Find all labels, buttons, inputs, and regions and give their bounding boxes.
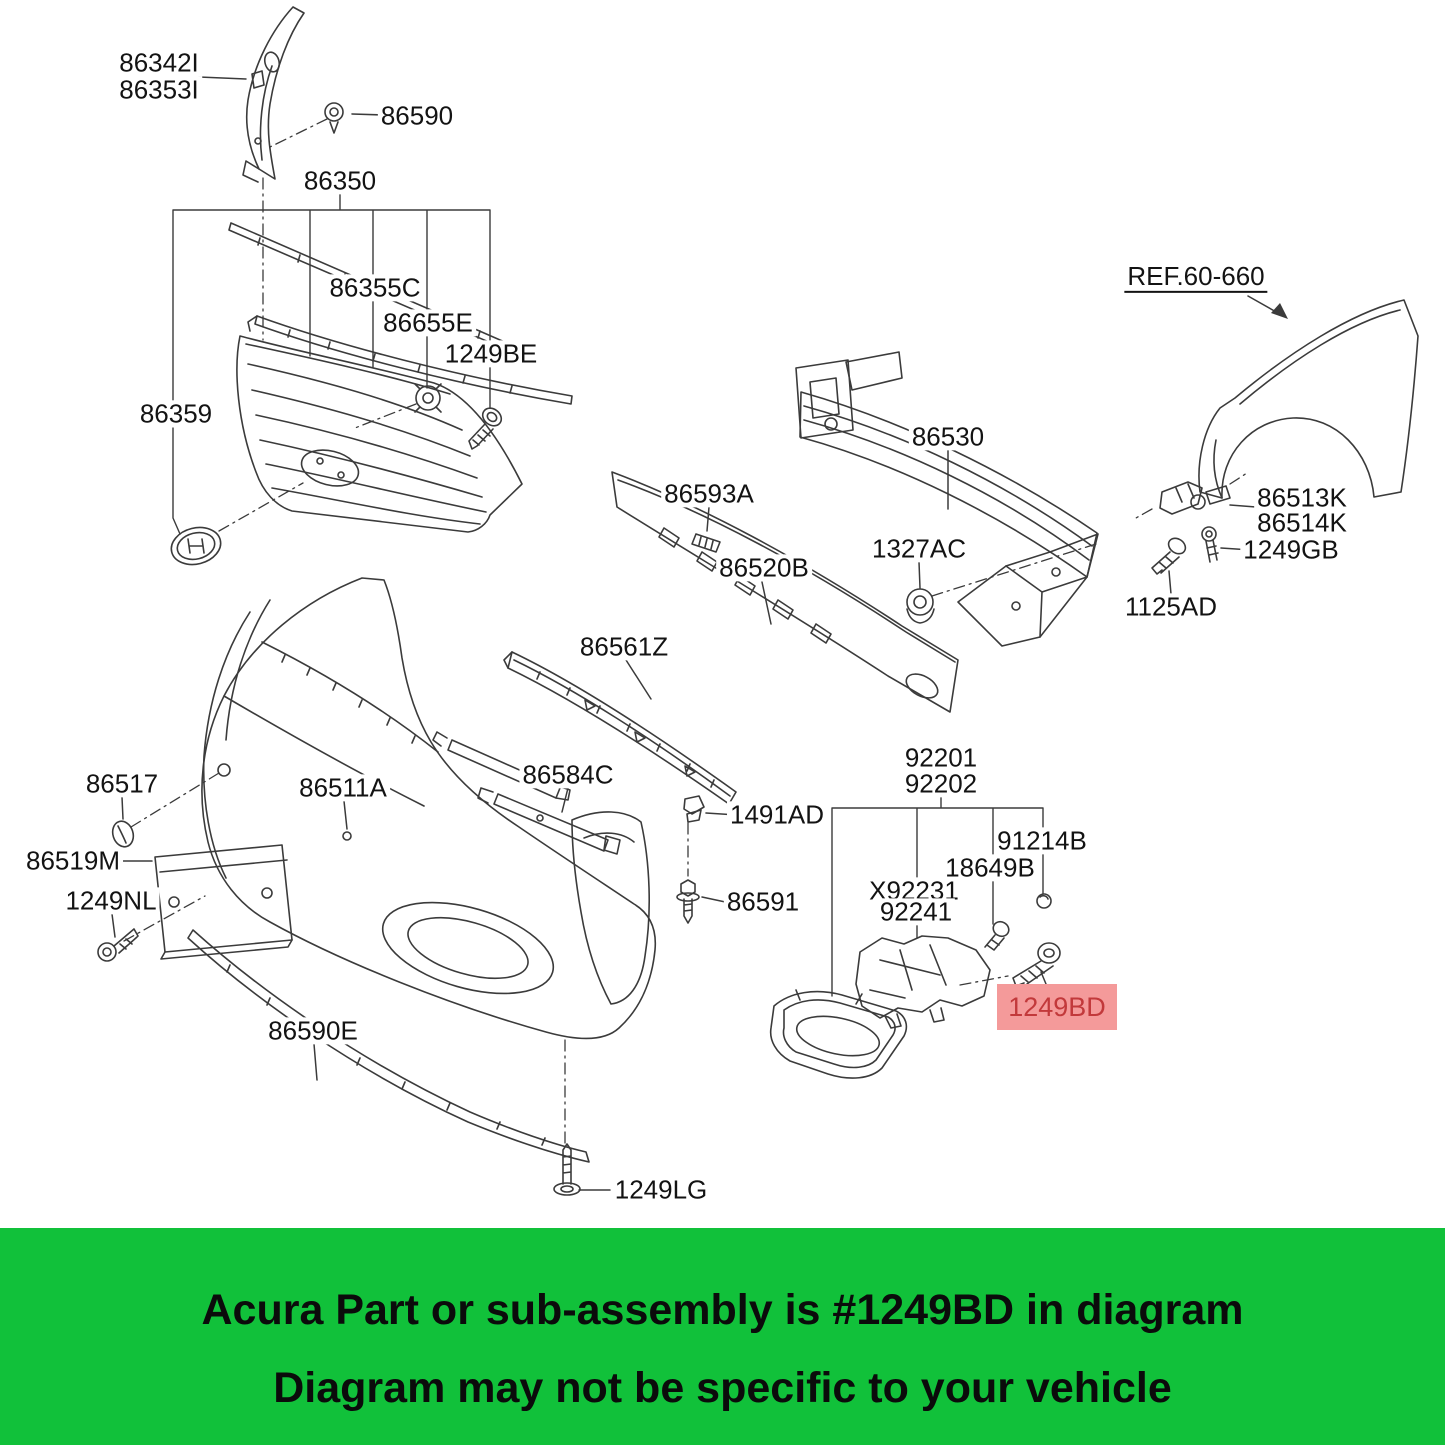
part-label-86519M: 86519M xyxy=(23,847,123,875)
bracket-lines xyxy=(172,192,1044,997)
part-label-1125AD: 1125AD xyxy=(1121,593,1221,621)
lower-grille-strip-art xyxy=(503,651,737,805)
fog-lamp-art xyxy=(769,989,908,1079)
part-label-86561Z: 86561Z xyxy=(576,633,672,661)
part-label-86590: 86590 xyxy=(377,102,457,130)
part-label-86517: 86517 xyxy=(82,770,162,798)
part-label-92241: 92241 xyxy=(876,898,956,926)
part-label-86584C: 86584C xyxy=(519,761,617,789)
centerlines xyxy=(123,118,1248,1147)
part-label-86514K: 86514K xyxy=(1254,509,1350,537)
grille-art xyxy=(236,335,523,533)
part-label-91214B: 91214B xyxy=(994,827,1090,855)
fender-bracket-art xyxy=(1151,481,1231,575)
bumper-cover-art xyxy=(201,577,657,1040)
lower-lip-art xyxy=(187,929,590,1163)
part-label-1249BE: 1249BE xyxy=(441,340,541,368)
fasteners-art xyxy=(97,102,1061,1196)
part-label-92202: 92202 xyxy=(901,770,981,798)
part-label-1249LG: 1249LG xyxy=(611,1176,711,1204)
part-label-86593A: 86593A xyxy=(661,480,757,508)
part-label-1249BD: 1249BD xyxy=(997,984,1117,1030)
part-label-86353I: 86353I xyxy=(116,76,202,104)
part-label-86591: 86591 xyxy=(723,888,803,916)
part-label-86520B: 86520B xyxy=(716,554,812,582)
part-label-86530: 86530 xyxy=(908,423,988,451)
emblem-art xyxy=(170,526,222,566)
banner-line-2: Diagram may not be specific to your vehi… xyxy=(273,1364,1172,1412)
part-label-86350: 86350 xyxy=(300,167,380,195)
part-label-86590E: 86590E xyxy=(265,1017,361,1045)
banner-line-1: Acura Part or sub-assembly is #1249BD in… xyxy=(201,1286,1244,1334)
part-label-1491AD: 1491AD xyxy=(727,801,827,829)
part-label-86342I: 86342I xyxy=(116,49,202,77)
apron-bracket-art xyxy=(242,6,305,183)
fender-art xyxy=(1198,299,1419,499)
part-label-86511A: 86511A xyxy=(296,774,390,802)
ref-label: REF.60-660 xyxy=(1124,262,1268,294)
part-label-92201: 92201 xyxy=(901,744,981,772)
bumper-beam-art xyxy=(795,351,1099,647)
part-label-86359: 86359 xyxy=(136,400,216,428)
part-label-1249GB: 1249GB xyxy=(1240,536,1342,564)
part-label-18649B: 18649B xyxy=(942,854,1038,882)
part-label-86355C: 86355C xyxy=(326,274,424,302)
part-label-86655E: 86655E xyxy=(380,309,476,337)
info-banner: Acura Part or sub-assembly is #1249BD in… xyxy=(0,1228,1445,1445)
energy-absorber-art xyxy=(611,471,959,713)
part-label-1249NL: 1249NL xyxy=(62,887,160,915)
part-label-1327AC: 1327AC xyxy=(869,535,969,563)
license-bracket-art xyxy=(154,844,293,960)
ref-arrowhead xyxy=(1271,303,1288,319)
part-label-86513K: 86513K xyxy=(1254,484,1350,512)
